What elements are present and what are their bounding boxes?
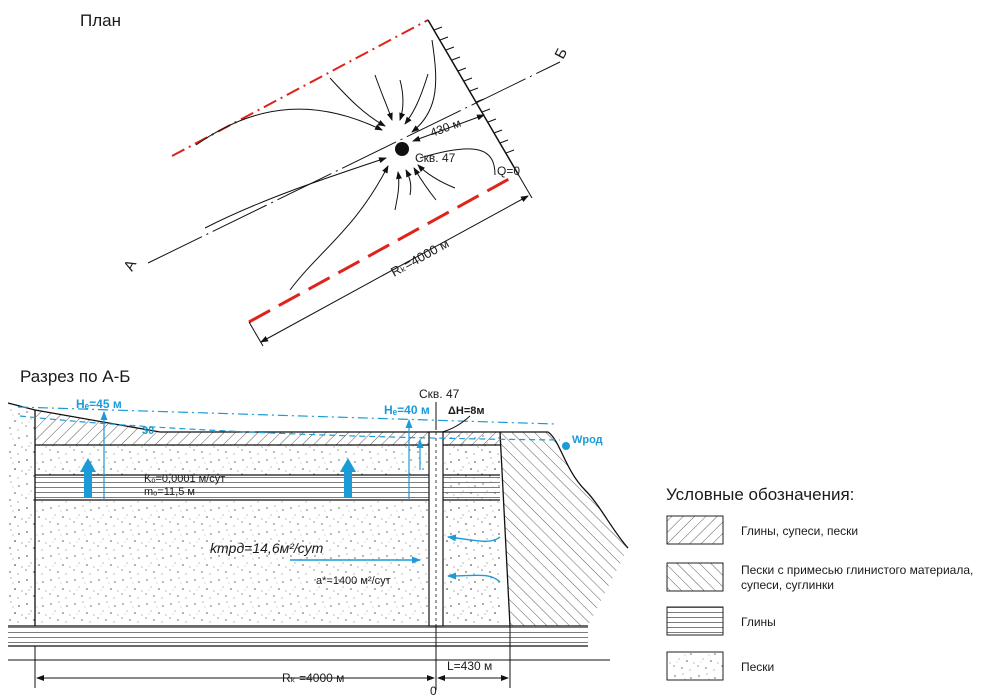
rk-label: Rₖ =4000 м: [282, 671, 344, 685]
plan-distance-label: 430 м: [428, 116, 462, 140]
legend-item-3: Глины: [741, 615, 776, 629]
section-dimensions: [8, 626, 610, 690]
legend-item-2b: супеси, суглинки: [741, 578, 834, 592]
zero-label: 0: [430, 684, 437, 698]
dynamic-level-line: [19, 415, 561, 441]
layer-loam-slope: [500, 432, 628, 626]
layer-sand-near-well: [443, 432, 500, 626]
spring-icon: [562, 442, 570, 450]
plan-boundary-label: Q=0: [497, 164, 520, 178]
k-label: Kₒ=0,0001 м/сут: [144, 473, 225, 485]
lateral-inflow-arrow-1: [447, 534, 501, 543]
layer-sand-aquifer: [10, 500, 500, 626]
static-level-line: [17, 406, 556, 425]
plan-upper-boundary: [171, 19, 429, 157]
layer-clay-bottom: [8, 626, 588, 646]
delta-h-label: ΔН=8м: [448, 405, 485, 417]
legend-item-2a: Пески с примесью глинистого материала,: [741, 563, 973, 577]
lateral-inflow-arrow-2: [447, 572, 501, 583]
spring-label: Wрод: [572, 434, 603, 446]
legend-swatch-sand: [666, 651, 724, 681]
noflow-hatch: [433, 26, 515, 154]
plan-noflow-boundary: [427, 19, 519, 175]
plan-well-label: Скв. 47: [415, 151, 456, 165]
layer-clay-aquitard: [35, 475, 500, 500]
section-well-label: Скв. 47: [419, 387, 460, 401]
legend-swatch-clay-sandy: [666, 515, 724, 545]
delta-h-leader: [441, 415, 471, 433]
km-label: kmрд=14,6м²/сут: [210, 540, 324, 556]
plan-title: План: [80, 11, 121, 30]
plan-lower-boundary: [248, 172, 519, 324]
rk-ext-right: [517, 173, 533, 199]
legend-item-4: Пески: [741, 660, 774, 674]
plan-distance-arrow: [412, 114, 485, 142]
layer-sand-flank: [8, 404, 35, 626]
plan-flow-lines: [195, 39, 496, 291]
l-label: L=430 м: [447, 659, 492, 673]
plan-label-a: А: [121, 257, 141, 274]
leakage-arrows: [80, 458, 356, 498]
plan-radius-label: Rₖ=4000 м: [388, 235, 451, 279]
level-30-label: 30: [142, 425, 154, 437]
head-left-label: Нₑ=45 м: [76, 397, 122, 411]
head-right-label: Нₑ=40 м: [384, 403, 430, 417]
rk-dimension-arrow: [260, 195, 529, 343]
legend-item-1: Глины, супеси, пески: [741, 524, 858, 538]
m-label: mₒ=11,5 м: [144, 486, 195, 498]
rk-ext-left: [248, 321, 264, 347]
plan-well-marker: [395, 142, 409, 156]
legend-swatch-sand-clayey: [666, 562, 724, 592]
section-title: Разрез по А-Б: [20, 367, 130, 386]
a-label: a*=1400 м²/сут: [316, 575, 391, 587]
legend-swatch-clay: [666, 606, 724, 636]
section-line-ab: [147, 61, 561, 264]
legend-title: Условные обозначения:: [666, 485, 854, 504]
plan-label-b: Б: [552, 45, 572, 62]
